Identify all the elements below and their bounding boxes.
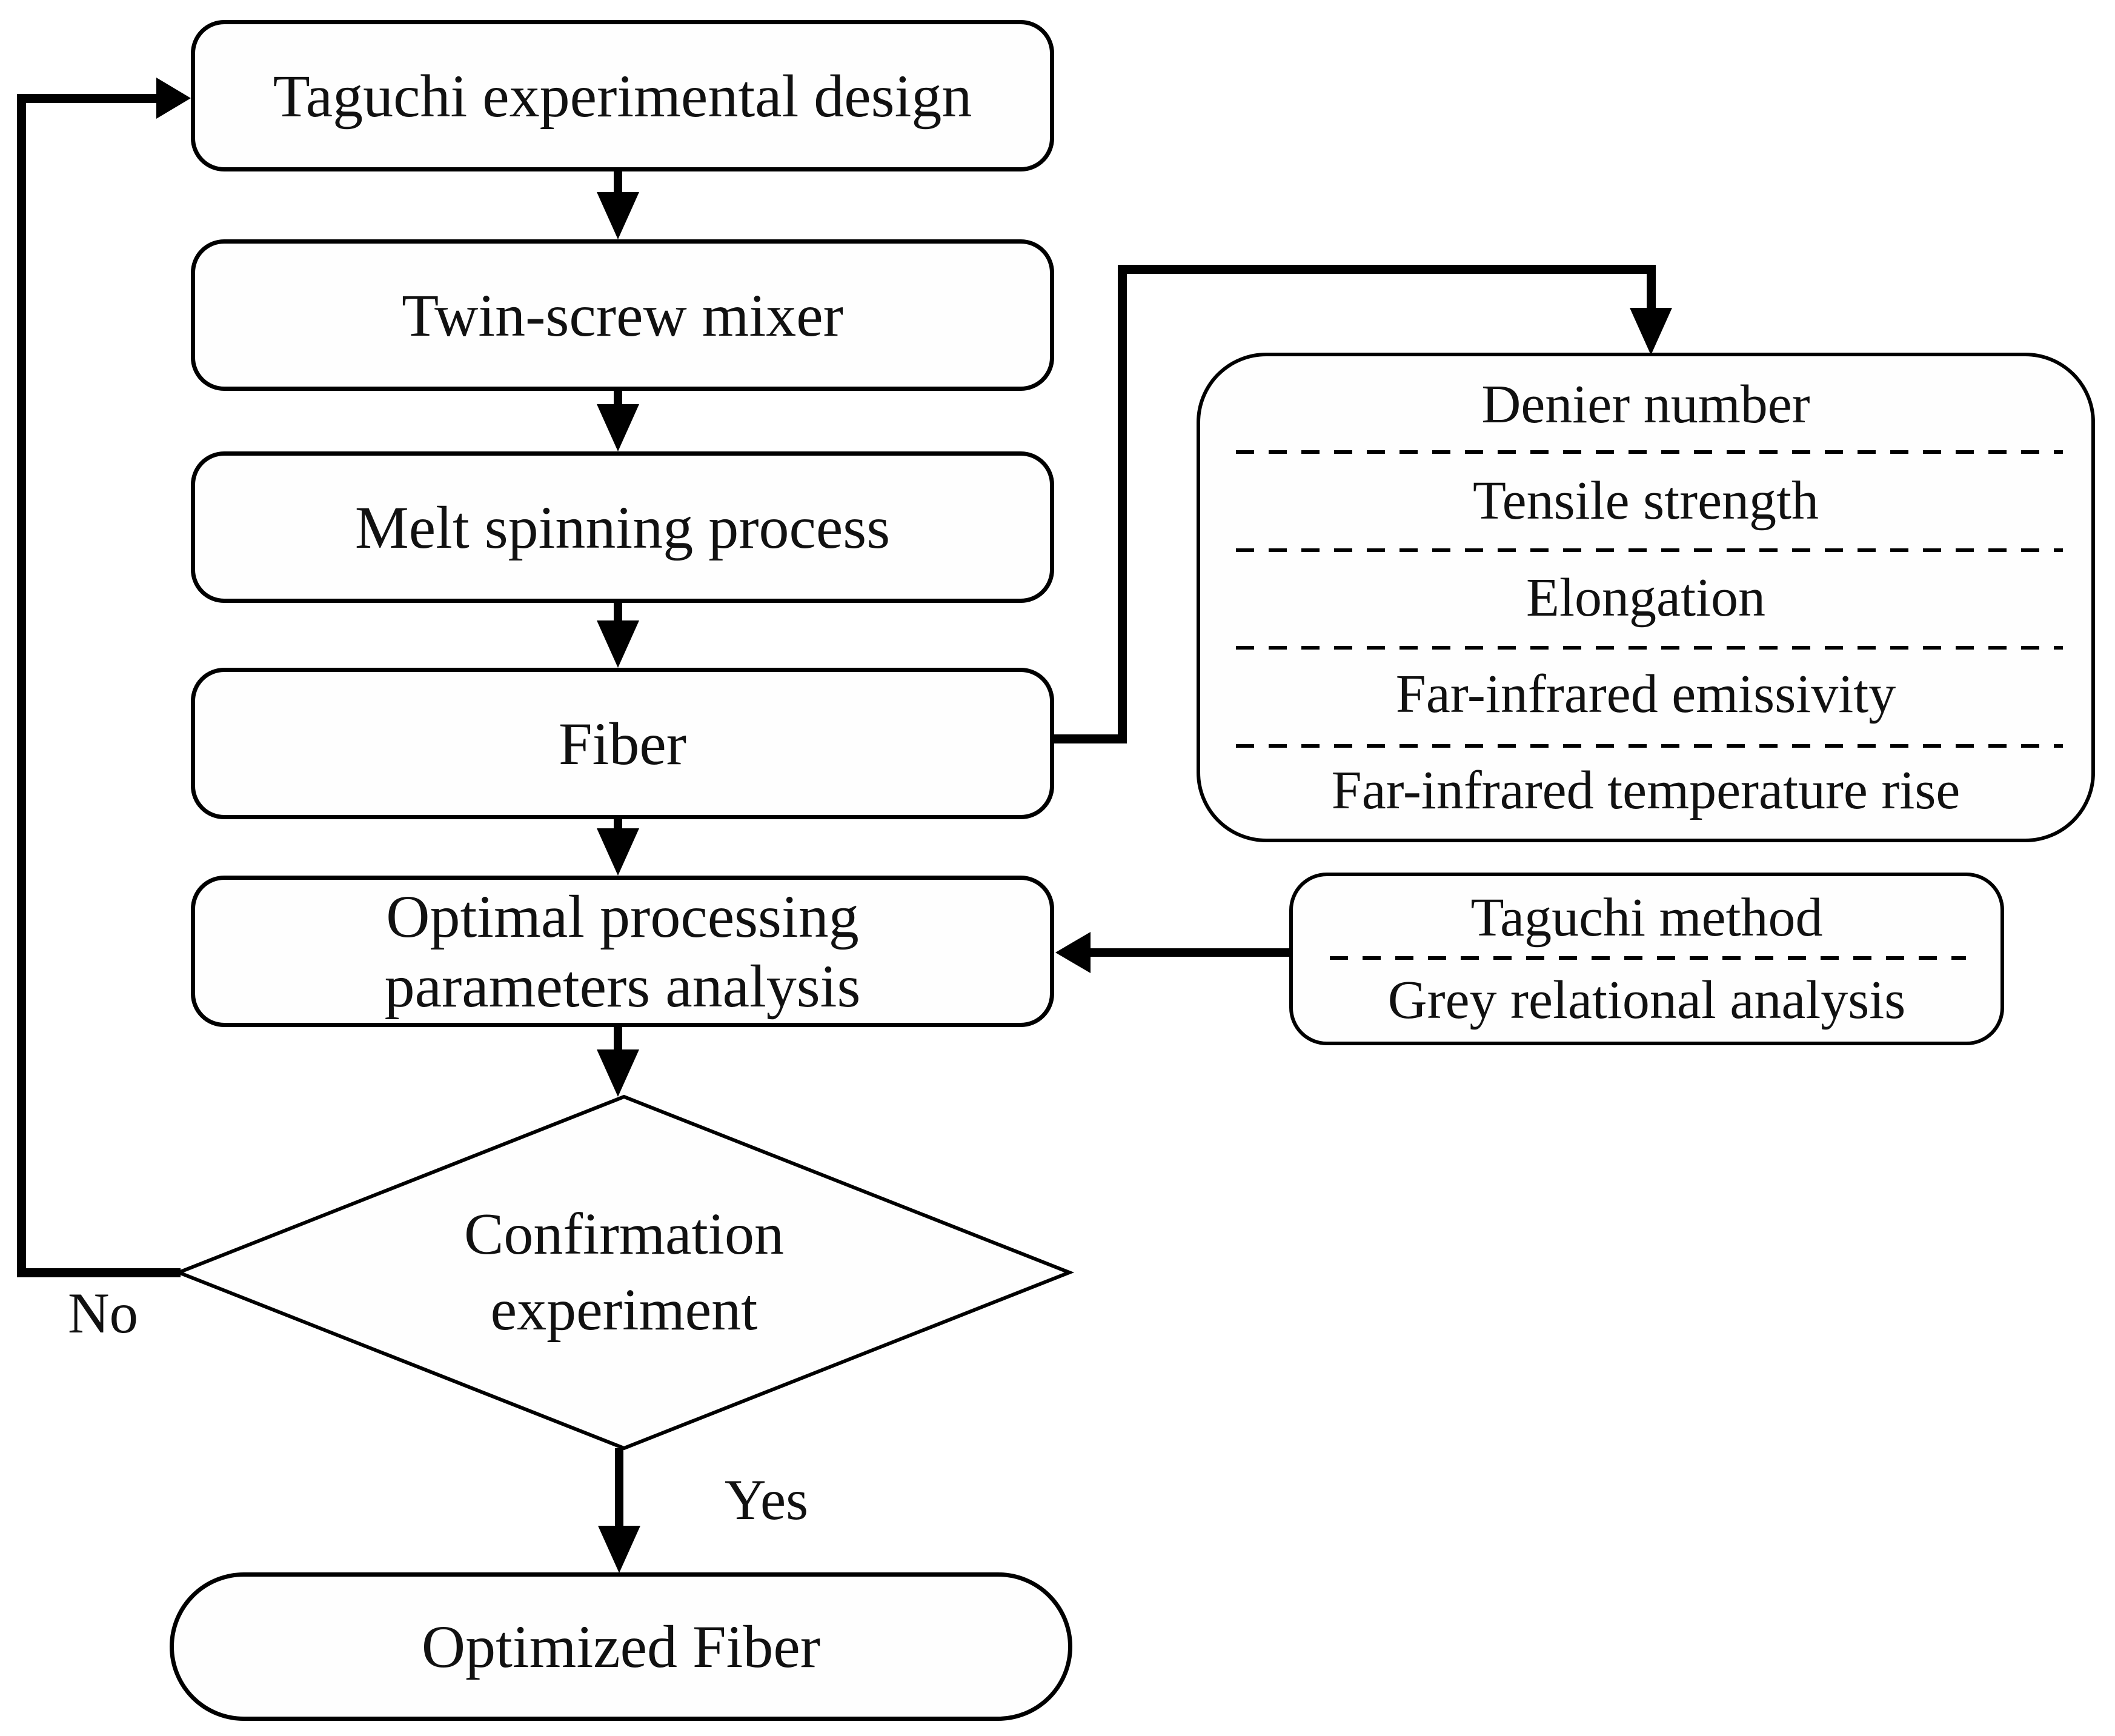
no-feedback-seg3 <box>17 94 158 103</box>
arrow-down-icon <box>597 620 639 668</box>
fiber-connector-seg3 <box>1118 265 1656 274</box>
arrow-down-icon <box>597 828 639 876</box>
criteria-label: Elongation <box>1526 567 1765 628</box>
dashed-divider <box>1330 956 1966 960</box>
arrow-4-shaft <box>614 819 622 830</box>
arrow-down-icon <box>597 1049 639 1097</box>
criteria-label: Far-infrared emissivity <box>1395 663 1896 724</box>
fiber-connector-seg1 <box>1054 734 1127 743</box>
step-fiber: Fiber <box>191 668 1054 819</box>
arrow-3-shaft <box>614 603 622 623</box>
step-twin-screw-mixer: Twin-screw mixer <box>191 239 1054 391</box>
edge-label-no: No <box>67 1281 139 1345</box>
no-feedback-seg2 <box>17 94 26 1277</box>
edge-label-yes: Yes <box>724 1468 809 1532</box>
methods-arrow-shaft <box>1087 948 1289 957</box>
criteria-box: Denier number Tensile strength Elongatio… <box>1197 353 2095 842</box>
arrow-2-shaft <box>614 391 622 407</box>
terminal-label: Optimized Fiber <box>421 1613 821 1680</box>
no-feedback-seg1 <box>17 1268 181 1277</box>
step-label: Taguchi experimental design <box>273 62 972 130</box>
method-item: Grey relational analysis <box>1293 959 2000 1042</box>
arrow-left-icon <box>1055 932 1091 973</box>
criteria-label: Tensile strength <box>1472 471 1819 531</box>
method-label: Grey relational analysis <box>1387 970 1906 1031</box>
criteria-item: Tensile strength <box>1200 453 2091 549</box>
dashed-divider <box>1236 450 2063 454</box>
step-label: Optimal processing parameters analysis <box>384 883 861 1020</box>
step-melt-spinning-process: Melt spinning process <box>191 451 1054 603</box>
step-label: Melt spinning process <box>354 493 891 561</box>
arrow-right-icon <box>156 78 191 119</box>
method-item: Taguchi method <box>1293 876 2000 959</box>
arrow-1-shaft <box>614 171 622 193</box>
method-label: Taguchi method <box>1470 887 1823 948</box>
arrow-down-icon <box>598 1526 640 1573</box>
arrow-down-icon <box>597 404 639 451</box>
step-optimal-processing-parameters-analysis: Optimal processing parameters analysis <box>191 876 1054 1027</box>
fiber-connector-seg4 <box>1647 265 1656 310</box>
criteria-item: Elongation <box>1200 549 2091 645</box>
arrow-down-icon <box>597 192 639 239</box>
criteria-item: Denier number <box>1200 356 2091 453</box>
criteria-item: Far-infrared emissivity <box>1200 646 2091 742</box>
dashed-divider <box>1236 744 2063 748</box>
dashed-divider <box>1236 646 2063 650</box>
fiber-connector-seg2 <box>1118 265 1127 743</box>
step-label: Twin-screw mixer <box>402 281 843 349</box>
criteria-item: Far-infrared temperature rise <box>1200 742 2091 839</box>
arrow-5-shaft <box>614 1027 622 1051</box>
criteria-label: Far-infrared temperature rise <box>1331 760 1961 820</box>
step-label: Fiber <box>558 710 687 777</box>
criteria-label: Denier number <box>1481 374 1810 435</box>
decision-label: Confirmation experiment <box>463 1202 785 1343</box>
dashed-divider <box>1236 548 2063 552</box>
step-taguchi-experimental-design: Taguchi experimental design <box>191 20 1054 171</box>
arrow-yes-shaft <box>615 1448 623 1528</box>
terminal-optimized-fiber: Optimized Fiber <box>170 1572 1072 1721</box>
arrow-down-icon <box>1630 308 1672 355</box>
